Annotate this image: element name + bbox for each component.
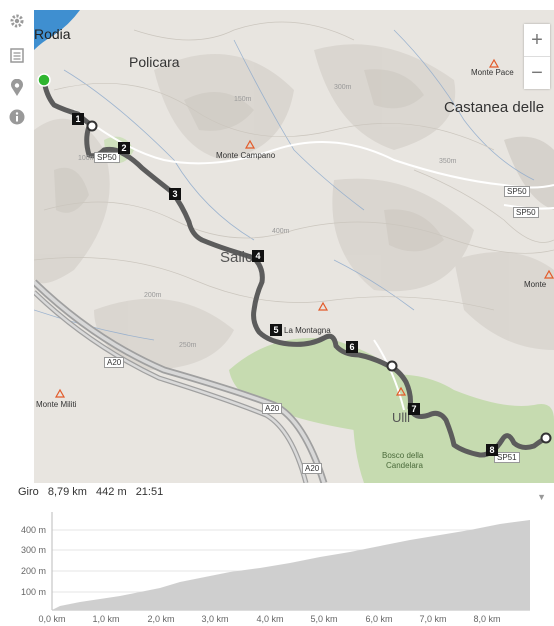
x-tick-label: 3,0 km [201, 614, 229, 624]
x-tick-label: 5,0 km [310, 614, 338, 624]
map-pin-icon[interactable] [8, 79, 26, 97]
contour-label: 350m [439, 158, 457, 165]
route-marker-8[interactable]: 8 [486, 444, 498, 456]
place-label-monte: Monte [524, 280, 547, 289]
tour-time: 21:51 [135, 486, 164, 498]
contour-label: 150m [234, 96, 252, 103]
y-tick-label: 400 m [20, 525, 46, 535]
route-marker-5[interactable]: 5 [270, 324, 282, 336]
route-marker-6[interactable]: 6 [346, 341, 358, 353]
list-icon[interactable] [8, 46, 26, 64]
place-label-monte-campano: Monte Campano [216, 151, 276, 160]
route-marker-4[interactable]: 4 [252, 250, 264, 262]
place-label-salice: Salice [220, 249, 261, 266]
place-label-castanea: Castanea delle [444, 99, 545, 116]
y-tick-label: 300 m [20, 545, 46, 555]
road-shield-a20: A20 [262, 403, 283, 414]
sidebar [0, 0, 34, 483]
x-tick-label: 4,0 km [256, 614, 284, 624]
place-label-rodia: Rodia [34, 26, 71, 42]
route-marker-1[interactable]: 1 [72, 113, 84, 125]
tour-summary: Giro 8,79 km 442 m 21:51 [18, 486, 169, 498]
road-shield-sp50: SP50 [504, 186, 530, 197]
x-tick-label: 2,0 km [147, 614, 175, 624]
x-tick-label: 8,0 km [473, 614, 501, 624]
contour-label: 250m [179, 342, 197, 349]
contour-label: 400m [272, 228, 290, 235]
road-shield-sp50: SP50 [513, 207, 539, 218]
place-label-ulli: Ulli [392, 410, 411, 425]
x-tick-label: 6,0 km [365, 614, 393, 624]
route-marker-7[interactable]: 7 [408, 403, 420, 415]
road-shield-sp50: SP50 [94, 152, 120, 163]
tour-elevation: 442 m [96, 486, 127, 498]
zoom-out-button[interactable]: − [524, 56, 550, 89]
tour-distance: 8,79 km [47, 486, 87, 498]
road-shield-sp51: SP51 [494, 452, 520, 463]
zoom-control: + − [524, 24, 550, 89]
info-icon[interactable] [8, 108, 26, 126]
road-shield-a20: A20 [302, 463, 323, 474]
y-tick-label: 100 m [20, 587, 46, 597]
zoom-in-button[interactable]: + [531, 28, 543, 51]
tour-label: Giro [18, 486, 39, 498]
road-shield-a20: A20 [104, 357, 125, 368]
contour-label: 300m [334, 84, 352, 91]
x-tick-label: 1,0 km [92, 614, 120, 624]
place-label-policara: Policara [129, 54, 180, 70]
collapse-chevron-icon[interactable]: ▼ [537, 492, 546, 502]
contour-label: 200m [144, 292, 162, 299]
y-tick-label: 200 m [20, 566, 46, 576]
place-label-candelara: Candelara [386, 461, 423, 470]
x-tick-label: 7,0 km [419, 614, 447, 624]
place-label-monte-militi: Monte Militi [36, 400, 77, 409]
gear-icon[interactable] [8, 12, 26, 30]
map[interactable]: Rodia Policara Castanea delle Monte Pace… [34, 10, 554, 483]
x-tick-label: 0,0 km [38, 614, 66, 624]
place-label-monte-pace: Monte Pace [471, 68, 514, 77]
contour-label: 100m [78, 155, 96, 162]
route-marker-3[interactable]: 3 [169, 188, 181, 200]
route-marker-2[interactable]: 2 [118, 142, 130, 154]
place-label-bosco: Bosco della [382, 451, 424, 460]
place-label-la-montagna: La Montagna [284, 326, 331, 335]
